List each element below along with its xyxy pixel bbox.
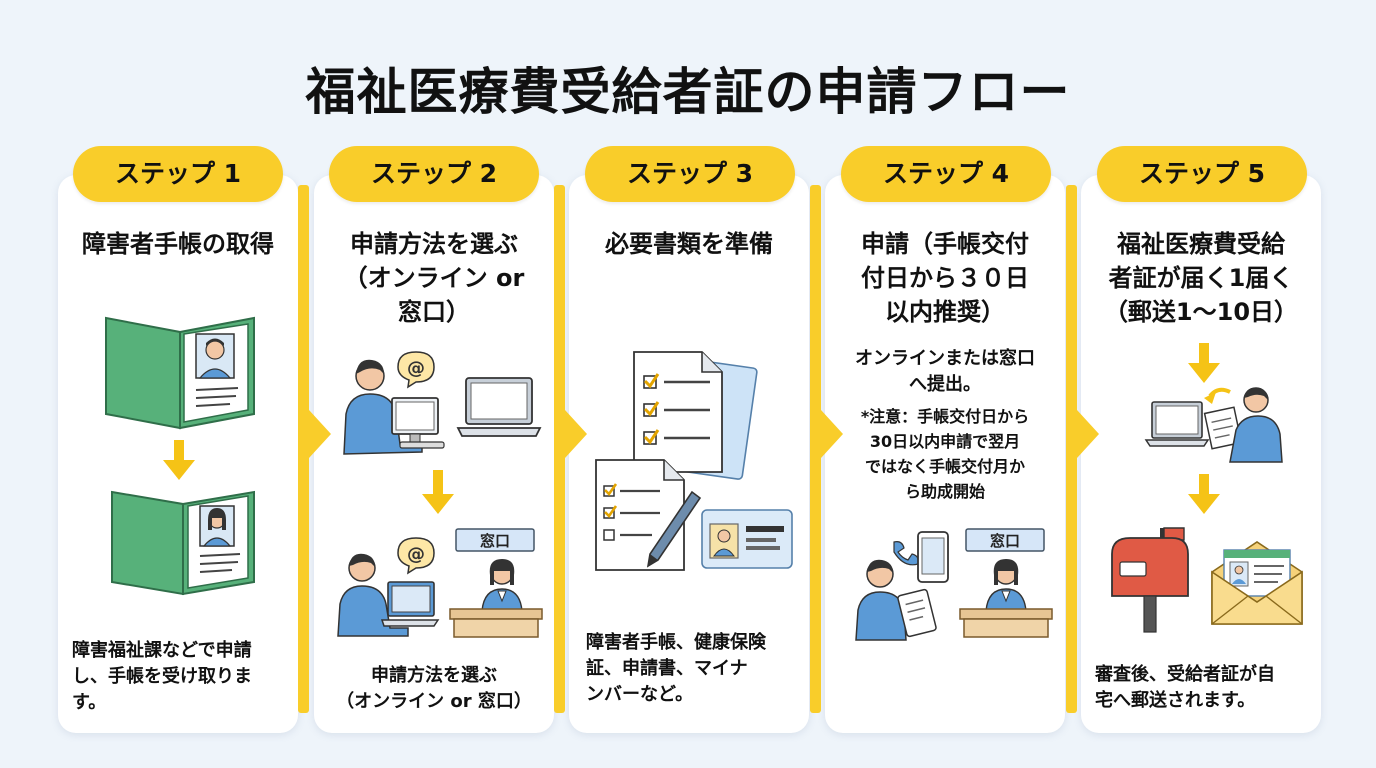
person-with-tablet-icon <box>855 541 937 641</box>
step-heading-3: 必要書類を準備 <box>605 230 773 258</box>
counter-desk-icon: 窓口 <box>449 528 543 638</box>
separator-3 <box>810 185 821 713</box>
step-description-1: 障害福祉課などで申請 し、手帳を受け取りま す。 <box>72 640 252 713</box>
separator-2 <box>554 185 565 713</box>
step-heading-4: 申請（手帳交付 付日から３０日 以内推奨） <box>861 230 1029 326</box>
envelope-with-card-icon <box>1211 541 1303 625</box>
at-symbol-2: @ <box>407 544 425 565</box>
person-receiving-document-icon <box>1144 387 1283 463</box>
at-sign-bubble-icon-2: @ <box>397 537 435 575</box>
smartphone-icon <box>917 531 949 583</box>
step-description-2: 申請方法を選ぶ （オンライン or 窓口） <box>336 665 532 712</box>
handbook-open-icon <box>105 316 255 430</box>
id-card-icon <box>701 509 793 569</box>
down-arrow-icon-4 <box>1188 474 1220 514</box>
mailbox-icon <box>1111 527 1189 633</box>
flow-chevron-1 <box>309 410 331 458</box>
person-with-laptop-icon <box>337 553 440 637</box>
step-label-4: ステップ 4 <box>841 146 1051 202</box>
separator-4 <box>1066 185 1077 713</box>
at-symbol: @ <box>407 358 425 379</box>
flow-chevron-3 <box>821 410 843 458</box>
step-heading-5: 福祉医療費受給 者証が届く1届く （郵送1～10日） <box>1103 230 1299 326</box>
at-sign-bubble-icon: @ <box>397 351 435 389</box>
laptop-icon <box>456 377 542 437</box>
step-description-4: オンラインまたは窓口 へ提出。 <box>855 348 1035 395</box>
down-arrow-icon-2 <box>422 470 454 514</box>
step-note-4: *注意：手帳交付日から 30日以内申請で翌月 ではなく手帳交付月か ら助成開始 <box>860 407 1030 501</box>
form-with-pen-icon <box>595 459 702 571</box>
handbook-open-icon-2 <box>111 490 255 596</box>
separator-1 <box>298 185 309 713</box>
step-label-2: ステップ 2 <box>329 146 539 202</box>
counter-sign-text-2: 窓口 <box>990 532 1020 550</box>
step-label-1: ステップ 1 <box>73 146 283 202</box>
down-arrow-icon <box>163 440 195 480</box>
step-heading-2: 申請方法を選ぶ （オンライン or 窓口） <box>343 230 525 326</box>
page-title: 福祉医療費受給者証の申請フロー <box>305 63 1071 121</box>
counter-sign-text: 窓口 <box>480 532 510 550</box>
flow-chevron-2 <box>565 410 587 458</box>
step-description-5: 審査後、受給者証が自 宅へ郵送されます。 <box>1095 664 1275 711</box>
step-heading-1: 障害者手帳の取得 <box>82 230 274 258</box>
step-label-5: ステップ 5 <box>1097 146 1307 202</box>
flow-chevron-4 <box>1077 410 1099 458</box>
person-at-computer-icon <box>343 359 445 455</box>
checklist-documents-icon <box>633 351 758 480</box>
counter-desk-icon-2: 窓口 <box>959 528 1053 638</box>
step-label-3: ステップ 3 <box>585 146 795 202</box>
step-description-3: 障害者手帳、健康保険 証、申請書、マイナ ンバーなど。 <box>586 632 766 705</box>
down-arrow-icon-3 <box>1188 343 1220 383</box>
